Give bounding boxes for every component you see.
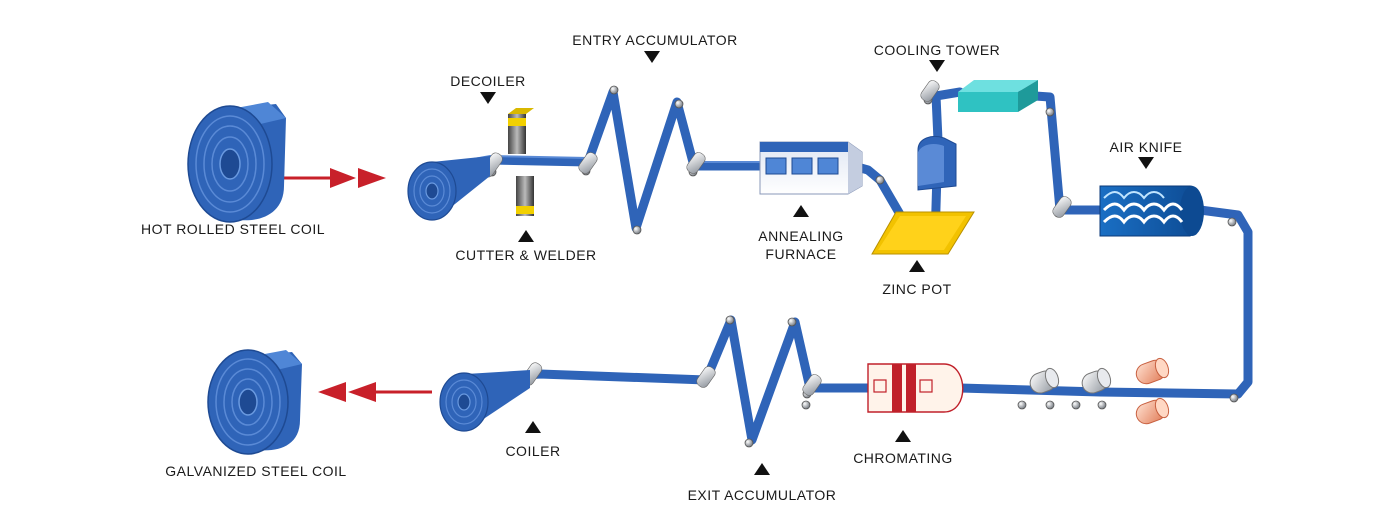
decoiler-coil bbox=[407, 156, 490, 221]
label-exit-accumulator: EXIT ACCUMULATOR bbox=[687, 487, 837, 503]
feed-arrows-out bbox=[318, 382, 432, 402]
label-hot-rolled-steel-coil: HOT ROLLED STEEL COIL bbox=[141, 221, 325, 237]
pointer-annealing-furnace bbox=[793, 205, 809, 217]
tension-rolls bbox=[1135, 357, 1170, 425]
pointer-cutter-welder bbox=[518, 230, 534, 242]
label-coiler: COILER bbox=[505, 443, 561, 459]
label-entry-accumulator: ENTRY ACCUMULATOR bbox=[572, 32, 738, 48]
label-annealing: ANNEALING bbox=[758, 228, 844, 244]
label-zinc-pot: ZINC POT bbox=[882, 281, 952, 297]
hot-rolled-coil bbox=[187, 102, 286, 223]
pointer-zinc-pot bbox=[909, 260, 925, 272]
galvanized-coil bbox=[207, 349, 302, 455]
pointer-exit-accumulator bbox=[754, 463, 770, 475]
coiler-coil bbox=[439, 370, 530, 432]
bottom-strip bbox=[465, 315, 1243, 445]
pointer-chromating bbox=[895, 430, 911, 442]
pointer-decoiler bbox=[480, 92, 496, 104]
pointer-air-knife bbox=[1138, 157, 1154, 169]
pointer-cooling-tower bbox=[929, 60, 945, 72]
feed-arrows-in bbox=[276, 168, 386, 188]
label-cooling-tower: COOLING TOWER bbox=[873, 42, 1001, 58]
air-knife-unit bbox=[1099, 185, 1204, 237]
snout bbox=[917, 136, 957, 191]
zinc-pot bbox=[871, 211, 975, 255]
cooling-tower-unit bbox=[958, 80, 1038, 112]
label-cutter-welder: CUTTER & WELDER bbox=[455, 247, 597, 263]
pointer-coiler bbox=[525, 421, 541, 433]
annealing-furnace bbox=[759, 141, 863, 195]
label-air-knife: AIR KNIFE bbox=[1109, 139, 1183, 155]
label-galvanized-steel-coil: GALVANIZED STEEL COIL bbox=[165, 463, 347, 479]
label-decoiler: DECOILER bbox=[450, 73, 526, 89]
cutter-welder bbox=[508, 108, 534, 216]
temper-rolls bbox=[1029, 367, 1112, 394]
label-chromating: CHROMATING bbox=[853, 450, 953, 466]
chromating-unit bbox=[867, 363, 964, 413]
label-furnace: FURNACE bbox=[765, 246, 837, 262]
pointer-entry-accumulator bbox=[644, 51, 660, 63]
